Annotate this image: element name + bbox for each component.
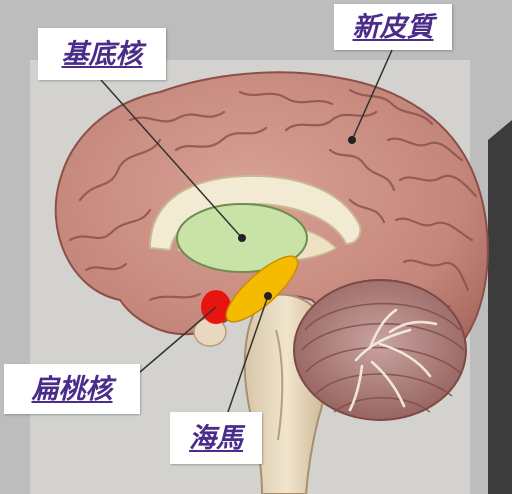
label-hippocampus: 海馬 — [170, 412, 262, 464]
pointer-dot-neocortex — [348, 136, 356, 144]
label-basal-ganglia: 基底核 — [38, 28, 166, 80]
cerebellum — [294, 280, 466, 420]
pointer-dot-hippocampus — [264, 292, 272, 300]
pointer-dot-basal-ganglia — [238, 234, 246, 242]
dark-edge — [488, 120, 512, 494]
label-neocortex: 新皮質 — [334, 4, 452, 50]
label-amygdala: 扁桃核 — [4, 364, 140, 414]
